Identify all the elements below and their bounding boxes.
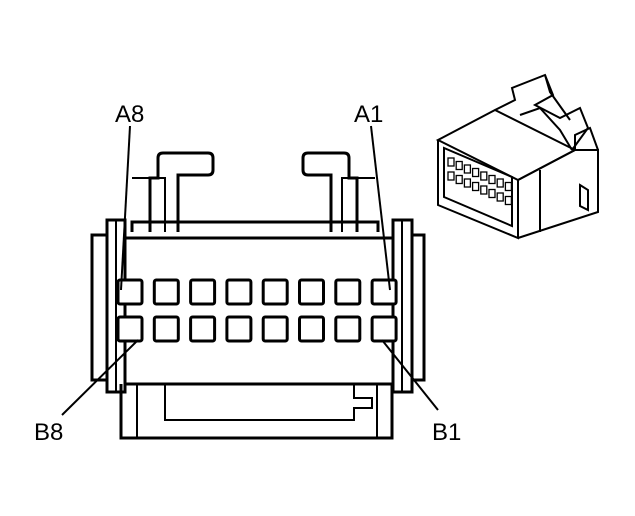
latch-right <box>301 151 375 232</box>
iso-pin-a6 <box>463 164 472 174</box>
connector-body <box>123 236 395 386</box>
housing-top-band <box>130 220 380 232</box>
leader-lines <box>61 125 439 416</box>
connector-face-view <box>90 151 426 440</box>
pin-row-b <box>116 315 398 343</box>
pin-cavity-b2 <box>334 315 362 343</box>
iso-pin-a8 <box>447 157 455 167</box>
leader-a8 <box>120 125 131 291</box>
pin-cavity-b5 <box>225 315 253 343</box>
pin-cavity-a1 <box>370 278 398 306</box>
iso-pin-a4 <box>480 171 488 181</box>
iso-pin-b6 <box>463 178 472 188</box>
pin-cavity-b7 <box>152 315 180 343</box>
pin-cavity-a5 <box>225 278 253 306</box>
iso-pin-a5 <box>471 167 480 178</box>
iso-pin-a3 <box>488 174 496 185</box>
side-rail-left <box>90 218 127 394</box>
pin-cavity-b4 <box>261 315 289 343</box>
pin-cavity-b1 <box>370 315 398 343</box>
leader-a1 <box>370 125 391 291</box>
label-a1: A1 <box>354 101 383 128</box>
lower-skirt <box>119 384 394 440</box>
pin-cavity-a7 <box>152 278 180 306</box>
isometric-pin-grid <box>447 157 513 206</box>
side-rail-right <box>391 218 426 394</box>
iso-pin-b8 <box>447 171 455 181</box>
iso-pin-b1 <box>504 195 513 206</box>
pin-cavity-b8 <box>116 315 144 343</box>
iso-pin-b2 <box>496 192 504 202</box>
pin-row-a <box>116 278 398 306</box>
leader-b1 <box>381 339 439 411</box>
label-b1: B1 <box>432 419 461 446</box>
iso-pin-a1 <box>504 181 513 192</box>
pin-cavity-b6 <box>189 315 217 343</box>
pin-cavity-b3 <box>298 315 325 343</box>
pin-cavity-a4 <box>261 278 289 306</box>
label-a8: A8 <box>115 101 144 128</box>
iso-pin-a7 <box>455 160 463 171</box>
iso-pin-a2 <box>496 178 504 188</box>
iso-pin-b4 <box>480 185 488 195</box>
label-b8: B8 <box>34 419 63 446</box>
pin-cavity-a6 <box>189 278 217 306</box>
pin-cavity-a8 <box>116 278 144 306</box>
latch-left <box>132 151 215 232</box>
iso-pin-b5 <box>471 181 480 192</box>
connector-isometric-view <box>435 73 599 240</box>
iso-pin-b7 <box>455 174 463 185</box>
pin-cavity-a3 <box>298 278 325 306</box>
leader-b8 <box>61 339 139 416</box>
iso-pin-b3 <box>488 188 496 199</box>
pin-cavity-a2 <box>334 278 362 306</box>
